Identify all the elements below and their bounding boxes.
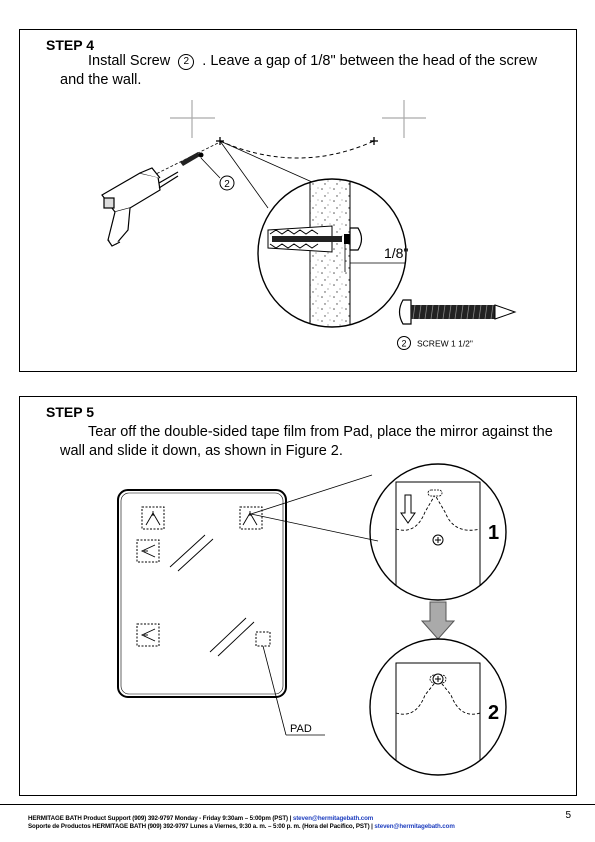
screw-in-drill-icon (180, 152, 204, 166)
figure-1-number: 1 (488, 522, 499, 544)
footer-support-en: HERMITAGE BATH Product Support (909) 392… (28, 815, 292, 822)
step4-title: STEP 4 (46, 37, 94, 53)
page-number: 5 (565, 810, 571, 821)
step4-instruction: Install Screw 2 . Leave a gap of 1/8" be… (60, 52, 562, 90)
level-crosshair-left (170, 100, 215, 138)
figure-2-number: 2 (488, 702, 499, 724)
step4-panel: STEP 4 Install Screw 2 . Leave a gap of … (19, 29, 577, 372)
step5-title: STEP 5 (46, 404, 94, 420)
mirror-outline (117, 489, 287, 698)
step4-text-after: . Leave a gap of 1/8" between the head o… (60, 53, 538, 88)
drill-guide-line (147, 142, 219, 179)
step5-illustration: PAD 1 2 (117, 463, 507, 776)
screw-label-badge (397, 336, 411, 350)
screw-head (349, 227, 363, 251)
zoom-circle (257, 178, 407, 328)
zoom-leader-1 (219, 140, 269, 209)
detail-leader-1 (250, 474, 373, 515)
footer-support-es: Soporte de Productos HERMITAGE BATH (909… (28, 823, 373, 830)
pad-leader (262, 645, 287, 736)
callout-number: 2 (224, 179, 230, 190)
detail-circle-1 (369, 463, 507, 601)
step4-illustration: 2 (101, 100, 517, 350)
dashed-arc (219, 140, 375, 159)
screw-label-number: 2 (401, 339, 406, 349)
screw-number-badge: 2 (178, 54, 195, 70)
screw-illustration-icon (398, 299, 517, 325)
callout-leader (200, 157, 221, 179)
pad-square (255, 631, 271, 647)
step5-instruction: Tear off the double-sided tape film from… (60, 424, 553, 459)
step5-panel: STEP 5 Tear off the double-sided tape fi… (19, 396, 577, 796)
screw-mark-right (370, 137, 378, 145)
power-drill-icon (101, 167, 179, 247)
mirror-reflection-lines (169, 534, 255, 657)
slide-down-arrow-icon (400, 494, 416, 524)
page-footer: HERMITAGE BATH Product Support (909) 392… (0, 804, 595, 842)
footer-line-es: Soporte de Productos HERMITAGE BATH (909… (28, 823, 455, 830)
step4-text-before: Install Screw (88, 53, 171, 69)
footer-email-en[interactable]: steven@hermitagebath.com (292, 815, 374, 822)
bracket-top-left (141, 506, 165, 530)
screw-shaft (272, 236, 342, 242)
pad-label: PAD (290, 723, 312, 735)
next-step-arrow-icon (420, 601, 456, 640)
detail-leader-2 (250, 513, 379, 542)
detail-circle-2 (369, 638, 507, 776)
footer-email-es[interactable]: steven@hermitagebath.com (374, 823, 455, 830)
footer-line-en: HERMITAGE BATH Product Support (909) 392… (28, 815, 373, 822)
gap-label: 1/8" (384, 245, 408, 261)
level-crosshair-right (382, 100, 426, 138)
callout-badge (219, 175, 235, 191)
wall-section (309, 179, 351, 327)
zoom-detail (258, 179, 406, 327)
bracket-top-right (239, 506, 263, 530)
screw-label: SCREW 1 1/2" (417, 339, 473, 349)
